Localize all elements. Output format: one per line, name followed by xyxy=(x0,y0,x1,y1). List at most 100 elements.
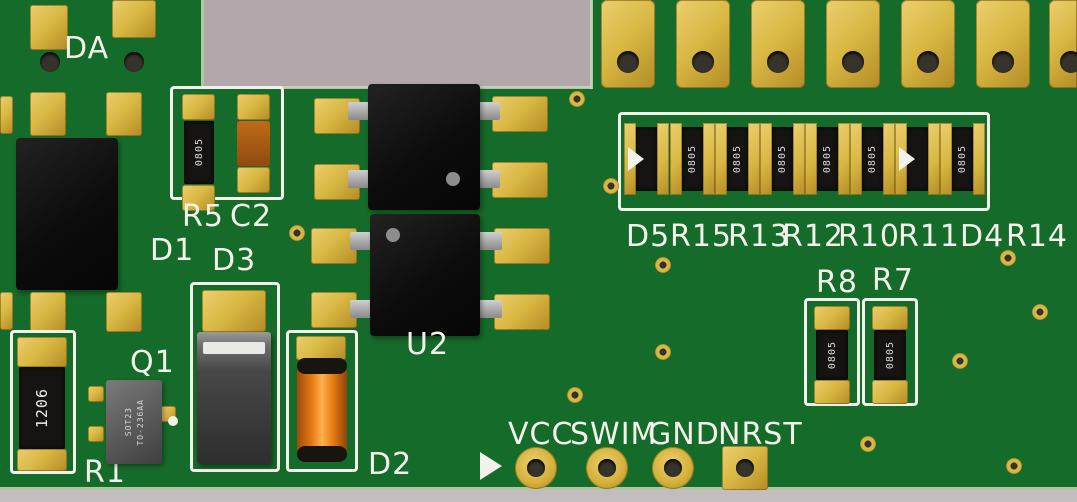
silkscreen-outline-d2 xyxy=(286,330,358,472)
component-d4-body xyxy=(907,127,928,191)
pad xyxy=(601,0,655,88)
component-c2-body xyxy=(237,121,270,166)
pad xyxy=(715,123,727,195)
label-q1: Q1 xyxy=(130,345,175,380)
r7-marking: 0805 xyxy=(884,340,896,370)
pad xyxy=(814,380,850,404)
component-r11: 0805 xyxy=(850,123,895,195)
component-d3-body xyxy=(197,332,271,464)
drill-hole xyxy=(40,52,60,72)
ic-pin xyxy=(348,102,372,120)
label-r8: R8 xyxy=(816,265,858,300)
pad xyxy=(296,336,346,360)
pad xyxy=(928,123,940,195)
component-r8-body: 0805 xyxy=(816,330,848,380)
pad xyxy=(0,96,13,134)
via xyxy=(1032,304,1048,320)
drill-hole xyxy=(124,52,144,72)
label-r15: R15 xyxy=(670,219,733,254)
pad xyxy=(30,92,66,136)
component-r10: 0805 xyxy=(805,123,850,195)
pin1-dot xyxy=(386,228,400,242)
ic-pin xyxy=(476,102,500,120)
drill-hole xyxy=(767,51,789,73)
pad xyxy=(492,96,548,132)
pin1-dot xyxy=(446,172,460,186)
via xyxy=(567,387,583,403)
q1-marking-line1: SOT23 xyxy=(123,407,133,437)
label-d2: D2 xyxy=(368,447,413,482)
ic-pin xyxy=(478,300,502,318)
pad xyxy=(106,92,142,136)
pad xyxy=(112,0,156,38)
via xyxy=(603,178,619,194)
label-r5: R5 xyxy=(182,199,224,234)
ic-pin xyxy=(478,232,502,250)
component-r15: 0805 xyxy=(670,123,715,195)
component-r14: 0805 xyxy=(940,123,985,195)
label-r10: R10 xyxy=(838,219,901,254)
pad xyxy=(237,167,270,193)
via xyxy=(860,436,876,452)
via xyxy=(655,344,671,360)
drill-hole xyxy=(527,459,545,477)
via xyxy=(1006,458,1022,474)
pad xyxy=(1049,0,1077,88)
pad xyxy=(901,0,955,88)
pad xyxy=(703,123,715,195)
via xyxy=(569,91,585,107)
diode-cathode-band xyxy=(203,342,265,354)
component-r13-body: 0805 xyxy=(727,127,748,191)
q1-marking-line2: TO-236AA xyxy=(135,398,145,446)
r14-marking: 0805 xyxy=(957,144,968,174)
label-r12: R12 xyxy=(782,219,845,254)
component-r5-body: 0805 xyxy=(184,121,214,184)
label-swim: SWIM xyxy=(570,417,658,452)
drill-hole xyxy=(692,51,714,73)
label-r14: R14 xyxy=(1006,219,1069,254)
pad xyxy=(237,94,270,120)
component-u2-body-upper xyxy=(368,84,480,210)
pad xyxy=(30,292,66,332)
silkscreen-outline-r8 xyxy=(804,298,860,406)
pad xyxy=(311,292,357,328)
drill-hole xyxy=(917,51,939,73)
drill-hole xyxy=(736,459,754,477)
drill-hole xyxy=(617,51,639,73)
component-r1-body: 1206 xyxy=(19,367,65,449)
drill-hole xyxy=(598,459,616,477)
r5-marking: 0805 xyxy=(193,138,205,167)
pad xyxy=(976,0,1030,88)
label-d5: D5 xyxy=(626,219,671,254)
r8-marking: 0805 xyxy=(826,340,838,370)
pad xyxy=(30,5,68,50)
pad xyxy=(872,380,908,404)
pad xyxy=(826,0,880,88)
r10-marking: 0805 xyxy=(822,144,833,174)
pad xyxy=(17,449,67,471)
pad xyxy=(182,94,215,120)
via xyxy=(952,353,968,369)
pad xyxy=(838,123,850,195)
pad xyxy=(805,123,817,195)
component-r7-body: 0805 xyxy=(874,330,906,380)
pin1-arrow-mark xyxy=(480,452,502,480)
pad xyxy=(202,290,266,332)
silkscreen-outline-r1 xyxy=(10,330,76,474)
ic-pin xyxy=(348,170,372,188)
label-r13: R13 xyxy=(728,219,791,254)
board-edge xyxy=(590,0,593,89)
pad xyxy=(793,123,805,195)
pad xyxy=(17,337,67,367)
r13-marking: 0805 xyxy=(732,144,743,174)
component-d1-body xyxy=(16,138,118,290)
label-da: DA xyxy=(64,31,110,66)
component-r15-body: 0805 xyxy=(682,127,703,191)
ic-pin xyxy=(476,170,500,188)
pad xyxy=(676,0,730,88)
silkscreen-outline-d3 xyxy=(190,282,280,472)
pad xyxy=(0,292,13,330)
diode-cathode-mark xyxy=(899,147,915,171)
component-r14-body: 0805 xyxy=(952,127,973,191)
